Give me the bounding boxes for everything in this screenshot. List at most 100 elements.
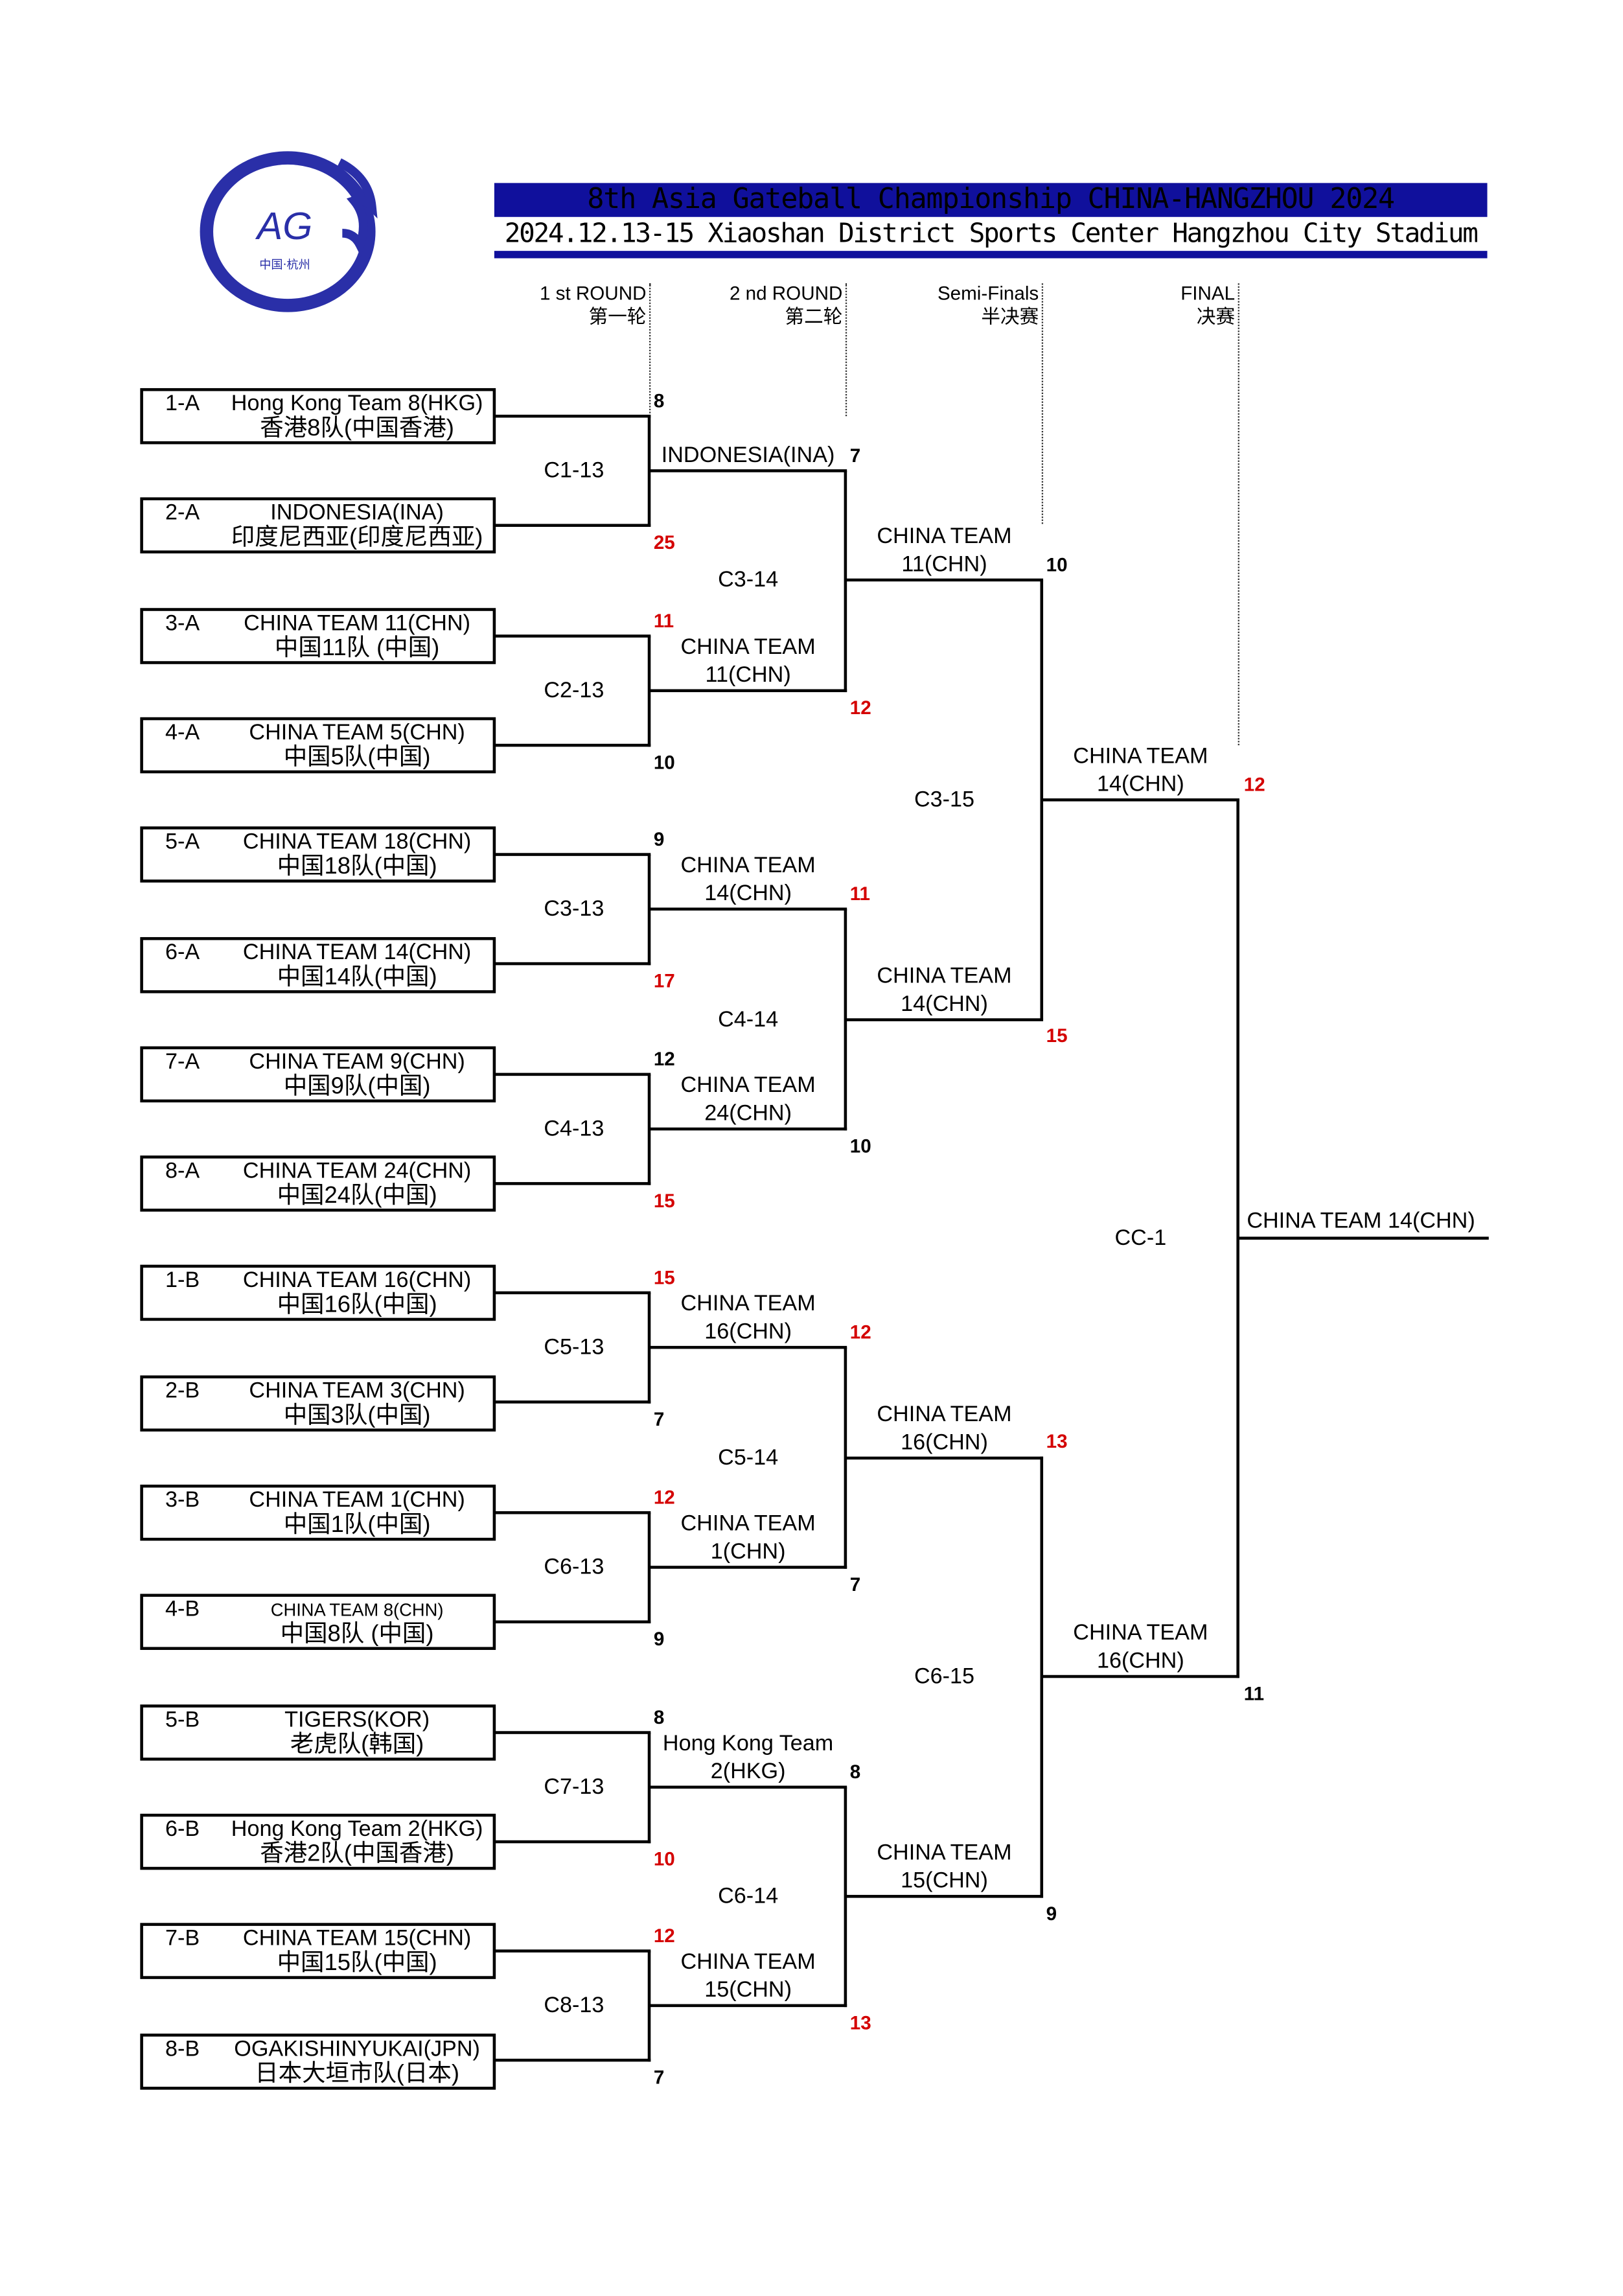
team-name-zh: 中国14队(中国) [277,964,437,990]
team-seed: 2-A [165,500,200,526]
match-label: C8-13 [544,1993,604,2019]
score: 7 [653,1408,665,1431]
bracket-line [494,1073,651,1076]
bracket-line [649,1785,847,1789]
bracket-line [494,962,651,966]
bracket-line [647,1951,651,2062]
match-label: C7-13 [544,1774,604,1800]
winner-name: CHINA TEAM 14(CHN) [877,962,1012,1016]
match-label: C6-15 [914,1664,974,1689]
match-label: C6-13 [544,1555,604,1580]
bracket-line [647,416,651,527]
match-label: C3-15 [914,787,974,812]
score: 12 [849,695,871,719]
team-entry-4-A[interactable]: 4-A CHINA TEAM 5(CHN)中国5队(中国) [140,717,496,774]
team-name: OGAKISHINYUKAI(JPN) [234,2035,480,2061]
column-header-en: 1 st ROUND [539,281,647,305]
bracket-line [845,1455,1044,1459]
team-name: CHINA TEAM 5(CHN) [249,720,465,745]
column-header-en: FINAL [1180,281,1236,305]
team-name: CHINA TEAM 1(CHN) [249,1487,465,1513]
team-name: CHINA TEAM 14(CHN) [242,939,472,965]
winner-name: CHINA TEAM 14(CHN) [680,853,816,907]
bracket-line [494,634,651,637]
bracket-line [649,469,847,472]
match-label: C4-13 [544,1116,604,1142]
score: 7 [849,444,861,467]
bracket-line [494,1730,651,1734]
championship-title: 8th Asia Gateball Championship CHINA-HAN… [494,183,1488,217]
bracket-line [845,579,1044,582]
bracket-line [494,743,651,747]
column-header-en: Semi-Finals [937,281,1039,305]
bracket-line [494,1511,651,1514]
score: 13 [849,2012,871,2034]
team-seed: 4-A [165,720,200,745]
team-name-zh: 老虎队(韩国) [290,1732,424,1757]
team-name-zh: 印度尼西亚(印度尼西亚) [231,526,483,551]
team-seed: 7-A [165,1049,200,1074]
winner-name: CHINA TEAM 16(CHN) [877,1401,1012,1455]
bracket-line [845,1017,1044,1021]
team-seed: 5-A [165,829,200,855]
bracket-line [649,1127,847,1130]
score: 25 [653,531,675,553]
championship-logo: AG 中国·杭州 [199,148,385,313]
bracket-line [647,1732,651,1843]
bracket-line [647,1074,651,1185]
team-name-zh: 中国16队(中国) [277,1293,437,1319]
team-seed: 1-A [165,391,200,417]
bracket-line [649,907,847,911]
team-seed: 3-A [165,610,200,636]
bracket-line [494,1620,651,1624]
winner-name: CHINA TEAM 24(CHN) [680,1073,816,1126]
score: 8 [849,1759,861,1783]
team-name-zh: 中国5队(中国) [283,745,431,771]
column-header-en: 2 nd ROUND [729,281,843,305]
team-name: TIGERS(KOR) [284,1706,430,1732]
match-label: C2-13 [544,677,604,703]
score: 15 [653,1266,675,1289]
match-label: C5-13 [544,1335,604,1361]
bracket-line [494,414,651,418]
team-name-zh: 中国8队 (中国) [280,1622,434,1648]
score: 15 [1046,1024,1068,1047]
team-name-zh: 中国18队(中国) [277,854,437,880]
score: 10 [1046,553,1068,576]
score: 7 [653,2066,665,2089]
score: 11 [1243,1682,1265,1705]
score: 12 [653,1486,675,1509]
title-underline [494,251,1488,259]
team-name-zh: 中国15队(中国) [277,1951,437,1977]
score: 7 [849,1573,861,1595]
bracket-line [649,1566,847,1569]
score: 9 [653,828,665,851]
winner-name: CHINA TEAM 15(CHN) [680,1949,816,2003]
score: 17 [653,969,675,992]
match-label: C3-13 [544,896,604,922]
team-name-zh: 中国11队 (中国) [274,635,440,661]
bracket-line [494,1181,651,1185]
score: 9 [653,1627,665,1651]
team-name-zh: 中国1队(中国) [283,1513,431,1538]
winner-name: CHINA TEAM 16(CHN) [1073,1620,1208,1674]
